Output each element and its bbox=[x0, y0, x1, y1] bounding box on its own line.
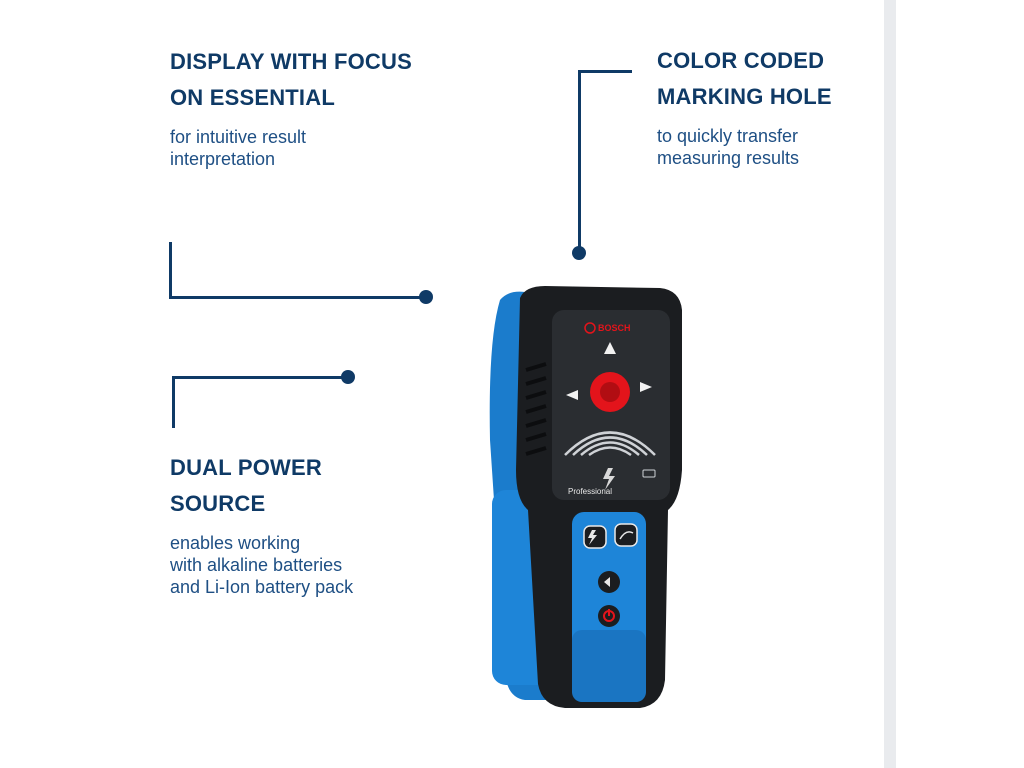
feature-power-title-line1: DUAL POWER bbox=[170, 455, 322, 480]
mode-button-icon bbox=[588, 530, 597, 545]
connector-marking-dot bbox=[572, 246, 586, 260]
feature-marking-title-line2: MARKING HOLE bbox=[657, 84, 832, 109]
material-button-icon bbox=[619, 531, 634, 540]
feature-display-description: for intuitive result interpretation bbox=[170, 126, 470, 170]
device-model-label: Professional bbox=[568, 487, 612, 496]
connector-marking-horizontal bbox=[578, 70, 632, 73]
material-button bbox=[614, 523, 638, 547]
feature-power-title: DUAL POWER SOURCE bbox=[170, 450, 470, 522]
feature-display-title: DISPLAY WITH FOCUS ON ESSENTIAL bbox=[170, 44, 470, 116]
connector-marking-vertical bbox=[578, 70, 581, 250]
speaker-icon bbox=[604, 577, 610, 587]
feature-marking-description: to quickly transfer measuring results bbox=[657, 125, 877, 169]
feature-display: DISPLAY WITH FOCUS ON ESSENTIAL for intu… bbox=[170, 44, 470, 170]
connector-display-dot bbox=[419, 290, 433, 304]
arrow-right-icon bbox=[640, 382, 652, 392]
right-edge-strip bbox=[884, 0, 896, 768]
lightning-icon bbox=[603, 468, 615, 490]
arrow-up-icon bbox=[604, 342, 616, 354]
feature-power-desc-line3: and Li-Ion battery pack bbox=[170, 577, 354, 597]
connector-power-dot bbox=[341, 370, 355, 384]
connector-power-horizontal bbox=[172, 376, 350, 379]
feature-marking-title-line1: COLOR CODED bbox=[657, 48, 825, 73]
connector-power-vertical bbox=[172, 376, 175, 428]
feature-display-title-line2: ON ESSENTIAL bbox=[170, 85, 335, 110]
connector-display-vertical bbox=[169, 242, 172, 299]
feature-power-description: enables working with alkaline batteries … bbox=[170, 532, 470, 598]
marking-hole-inner bbox=[600, 382, 620, 402]
connector-display-horizontal bbox=[169, 296, 427, 299]
feature-dual-power: DUAL POWER SOURCE enables working with a… bbox=[170, 450, 470, 598]
device-bottom-segment bbox=[572, 630, 646, 702]
feature-display-title-line1: DISPLAY WITH FOCUS bbox=[170, 49, 412, 74]
bosch-logo-icon bbox=[584, 322, 596, 334]
feature-marking-hole: COLOR CODED MARKING HOLE to quickly tran… bbox=[657, 43, 877, 169]
feature-power-title-line2: SOURCE bbox=[170, 491, 266, 516]
feature-display-desc-line1: for intuitive result bbox=[170, 127, 307, 147]
battery-icon bbox=[642, 469, 656, 478]
feature-power-desc-line1: enables working bbox=[170, 533, 301, 553]
signal-arcs-icon bbox=[564, 431, 656, 457]
feature-power-desc-line2: with alkaline batteries bbox=[170, 555, 343, 575]
wall-scanner-illustration: BOSCH Professional bbox=[489, 286, 682, 708]
device-brand-text: BOSCH bbox=[598, 323, 631, 333]
wall-scanner-device: BOSCH Professional bbox=[470, 280, 690, 710]
arrow-left-icon bbox=[566, 390, 578, 400]
feature-marking-desc-line1: to quickly transfer bbox=[657, 126, 799, 146]
feature-marking-title: COLOR CODED MARKING HOLE bbox=[657, 43, 877, 115]
device-grip-ribs bbox=[525, 362, 547, 456]
feature-marking-desc-line2: measuring results bbox=[657, 148, 800, 168]
feature-display-desc-line2: interpretation bbox=[170, 149, 276, 169]
